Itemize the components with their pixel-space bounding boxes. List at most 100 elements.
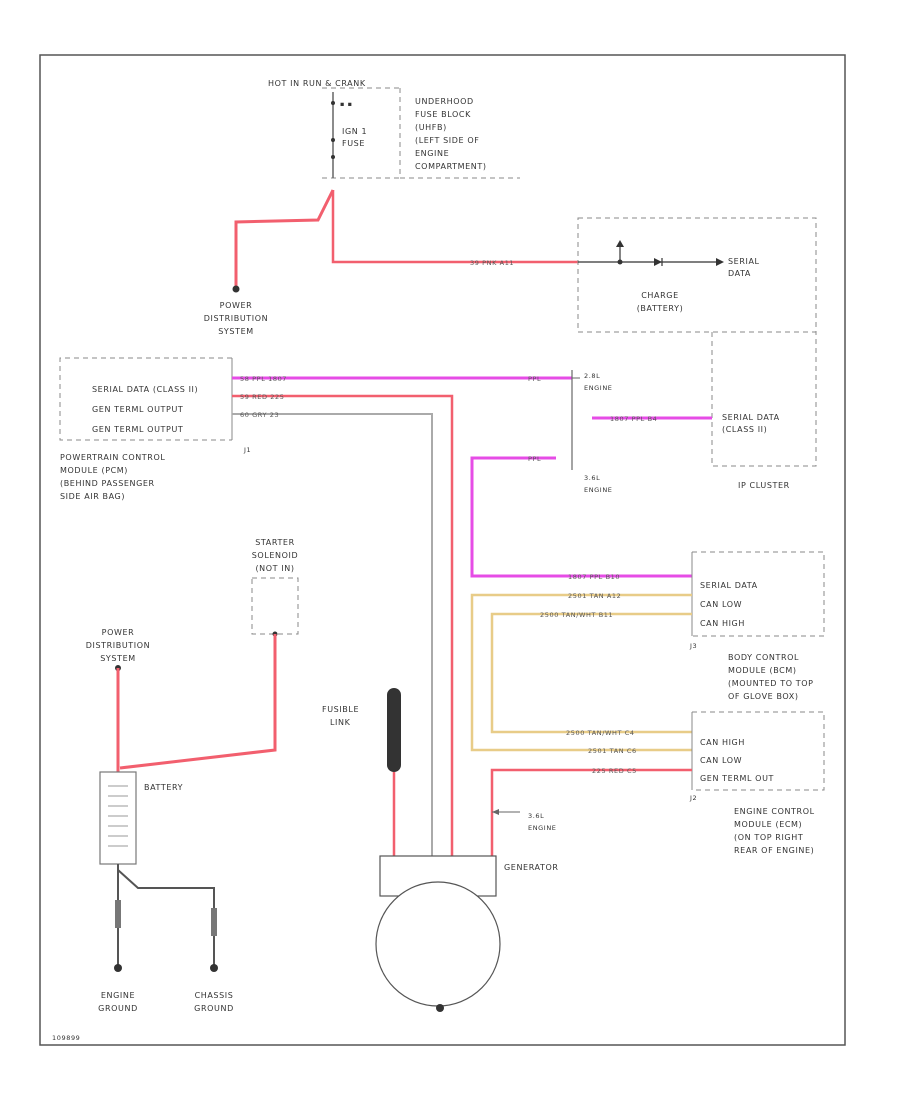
wire-fuse-to-charge-indicator — [331, 190, 578, 264]
engine-ground-1: ENGINE — [101, 991, 135, 1000]
svg-text:2500 TAN/WHT C4: 2500 TAN/WHT C4 — [566, 729, 635, 737]
charge-indicator-module: SERIAL DATA CHARGE (BATTERY) — [577, 217, 817, 333]
power-distribution-bottom-3: SYSTEM — [100, 654, 136, 663]
bcm-label-4: OF GLOVE BOX) — [728, 692, 799, 701]
diagram-frame — [39, 54, 846, 1046]
ip-cluster-module: SERIAL DATA (CLASS II) IP CLUSTER — [711, 332, 817, 490]
wire-can-low — [470, 593, 692, 752]
charge-label-1: CHARGE — [641, 291, 679, 300]
pcm-label-2: MODULE (PCM) — [60, 466, 128, 475]
pcm-pin-gen-terml-output-1: GEN TERML OUTPUT — [92, 405, 183, 414]
wire-pcm-gen-terml-grey — [232, 413, 433, 856]
svg-text:PPL: PPL — [528, 375, 541, 383]
power-distribution-top-1: POWER — [220, 301, 253, 310]
ecm-pin-can-low: CAN LOW — [700, 756, 742, 765]
engine-3-6l-2: ENGINE — [584, 486, 613, 494]
pcm-connector: J1 — [243, 446, 251, 454]
svg-text:39 PNK A11: 39 PNK A11 — [470, 259, 514, 267]
ip-serial-data-1: SERIAL DATA — [722, 413, 780, 422]
bcm-pin-can-low: CAN LOW — [700, 600, 742, 609]
fuse-location-3: (UHFB) — [415, 123, 447, 132]
wire-pcm-gen-terml-red — [232, 394, 454, 856]
svg-text:2501 TAN A12: 2501 TAN A12 — [568, 592, 621, 600]
fuse-location-6: COMPARTMENT) — [415, 162, 487, 171]
chassis-ground-1: CHASSIS — [195, 991, 234, 1000]
fuse-location-1: UNDERHOOD — [415, 97, 474, 106]
fusible-link-label-2: LINK — [330, 718, 351, 727]
ecm-engine-note-1: 3.6L — [528, 812, 544, 820]
hot-in-run-crank-label: HOT IN RUN & CRANK — [268, 79, 366, 88]
fuse-location-4: (LEFT SIDE OF — [415, 136, 479, 145]
svg-text:1807 PPL B10: 1807 PPL B10 — [568, 573, 620, 581]
power-distribution-bottom-1: POWER — [102, 628, 135, 637]
serial-data-label-2: DATA — [728, 269, 751, 278]
engine-3-6l-1: 3.6L — [584, 474, 600, 482]
bcm-connector: J3 — [689, 642, 697, 650]
powertrain-control-module: SERIAL DATA (CLASS II) GEN TERML OUTPUT … — [59, 357, 251, 501]
fusible-link: FUSIBLE LINK — [322, 688, 401, 856]
bcm-label-3: (MOUNTED TO TOP — [728, 679, 814, 688]
pcm-label-3: (BEHIND PASSENGER — [60, 479, 155, 488]
bcm-pin-can-high: CAN HIGH — [700, 619, 745, 628]
pcm-label-4: SIDE AIR BAG) — [60, 492, 125, 501]
wire-chassis-ground — [117, 869, 215, 968]
bcm-pin-serial-data: SERIAL DATA — [700, 581, 758, 590]
generator-label: GENERATOR — [504, 863, 559, 872]
engine-split-switch: 2.8L ENGINE 3.6L ENGINE — [571, 370, 613, 494]
ip-serial-data-2: (CLASS II) — [722, 425, 767, 434]
engine-ground-2: GROUND — [98, 1004, 138, 1013]
starter-label-1: STARTER — [255, 538, 295, 547]
bcm-label-2: MODULE (BCM) — [728, 666, 797, 675]
fuse-location-2: FUSE BLOCK — [415, 110, 471, 119]
engine-2-8l-2: ENGINE — [584, 384, 613, 392]
fuse-location-5: ENGINE — [415, 149, 449, 158]
chassis-ground-2: GROUND — [194, 1004, 234, 1013]
ecm-label-2: MODULE (ECM) — [734, 820, 802, 829]
wire-ecm-gen-terml-out — [490, 768, 692, 856]
battery: BATTERY — [99, 771, 183, 865]
svg-text:PPL: PPL — [528, 455, 541, 463]
generator: GENERATOR — [375, 855, 559, 1012]
ecm-pin-gen-terml-out: GEN TERML OUT — [700, 774, 774, 783]
bcm-label-1: BODY CONTROL — [728, 653, 799, 662]
serial-data-label-1: SERIAL — [728, 257, 760, 266]
svg-text:58 PPL 1807: 58 PPL 1807 — [240, 375, 287, 383]
engine-control-module: CAN HIGH CAN LOW GEN TERML OUT J2 ENGINE… — [689, 711, 825, 855]
starter-label-2: SOLENOID — [252, 551, 299, 560]
charge-label-2: (BATTERY) — [637, 304, 684, 313]
body-control-module: SERIAL DATA CAN LOW CAN HIGH J3 BODY CON… — [689, 551, 825, 701]
fuse-label-1: IGN 1 — [342, 127, 367, 136]
power-distribution-bottom-2: DISTRIBUTION — [86, 641, 150, 650]
wire-can-high — [490, 612, 692, 734]
wire-fuse-to-power-distribution — [234, 189, 335, 288]
footer-code: 109899 — [52, 1034, 80, 1042]
power-distribution-top-2: DISTRIBUTION — [204, 314, 268, 323]
svg-text:▪ ▪: ▪ ▪ — [340, 100, 353, 108]
fuse-label-2: FUSE — [342, 139, 365, 148]
svg-text:60 GRY 23: 60 GRY 23 — [240, 411, 279, 419]
starter-label-3: (NOT IN) — [255, 564, 294, 573]
pcm-label-1: POWERTRAIN CONTROL — [60, 453, 165, 462]
wire-starter-to-battery — [119, 634, 277, 770]
svg-text:225 RED C5: 225 RED C5 — [592, 767, 637, 775]
svg-text:59 RED 225: 59 RED 225 — [240, 393, 284, 401]
ecm-engine-note-2: ENGINE — [528, 824, 557, 832]
pcm-pin-serial-data: SERIAL DATA (CLASS II) — [92, 385, 198, 394]
fusible-link-label-1: FUSIBLE — [322, 705, 359, 714]
svg-text:2501 TAN C6: 2501 TAN C6 — [588, 747, 637, 755]
ecm-pin-can-high: CAN HIGH — [700, 738, 745, 747]
ecm-label-3: (ON TOP RIGHT — [734, 833, 803, 842]
engine-2-8l-1: 2.8L — [584, 372, 600, 380]
ip-cluster-label: IP CLUSTER — [738, 481, 790, 490]
ecm-label-1: ENGINE CONTROL — [734, 807, 815, 816]
svg-text:2500 TAN/WHT B11: 2500 TAN/WHT B11 — [540, 611, 613, 619]
underhood-fuse-block: HOT IN RUN & CRANK ▪ ▪ IGN 1 FUSE UNDERH… — [268, 79, 520, 179]
pcm-pin-gen-terml-output-2: GEN TERML OUTPUT — [92, 425, 183, 434]
starter-solenoid: STARTER SOLENOID (NOT IN) — [251, 538, 299, 637]
svg-text:1807 PPL B4: 1807 PPL B4 — [610, 415, 657, 423]
battery-label: BATTERY — [144, 783, 183, 792]
power-distribution-top-3: SYSTEM — [218, 327, 254, 336]
ecm-label-4: REAR OF ENGINE) — [734, 846, 814, 855]
ecm-connector: J2 — [689, 794, 697, 802]
